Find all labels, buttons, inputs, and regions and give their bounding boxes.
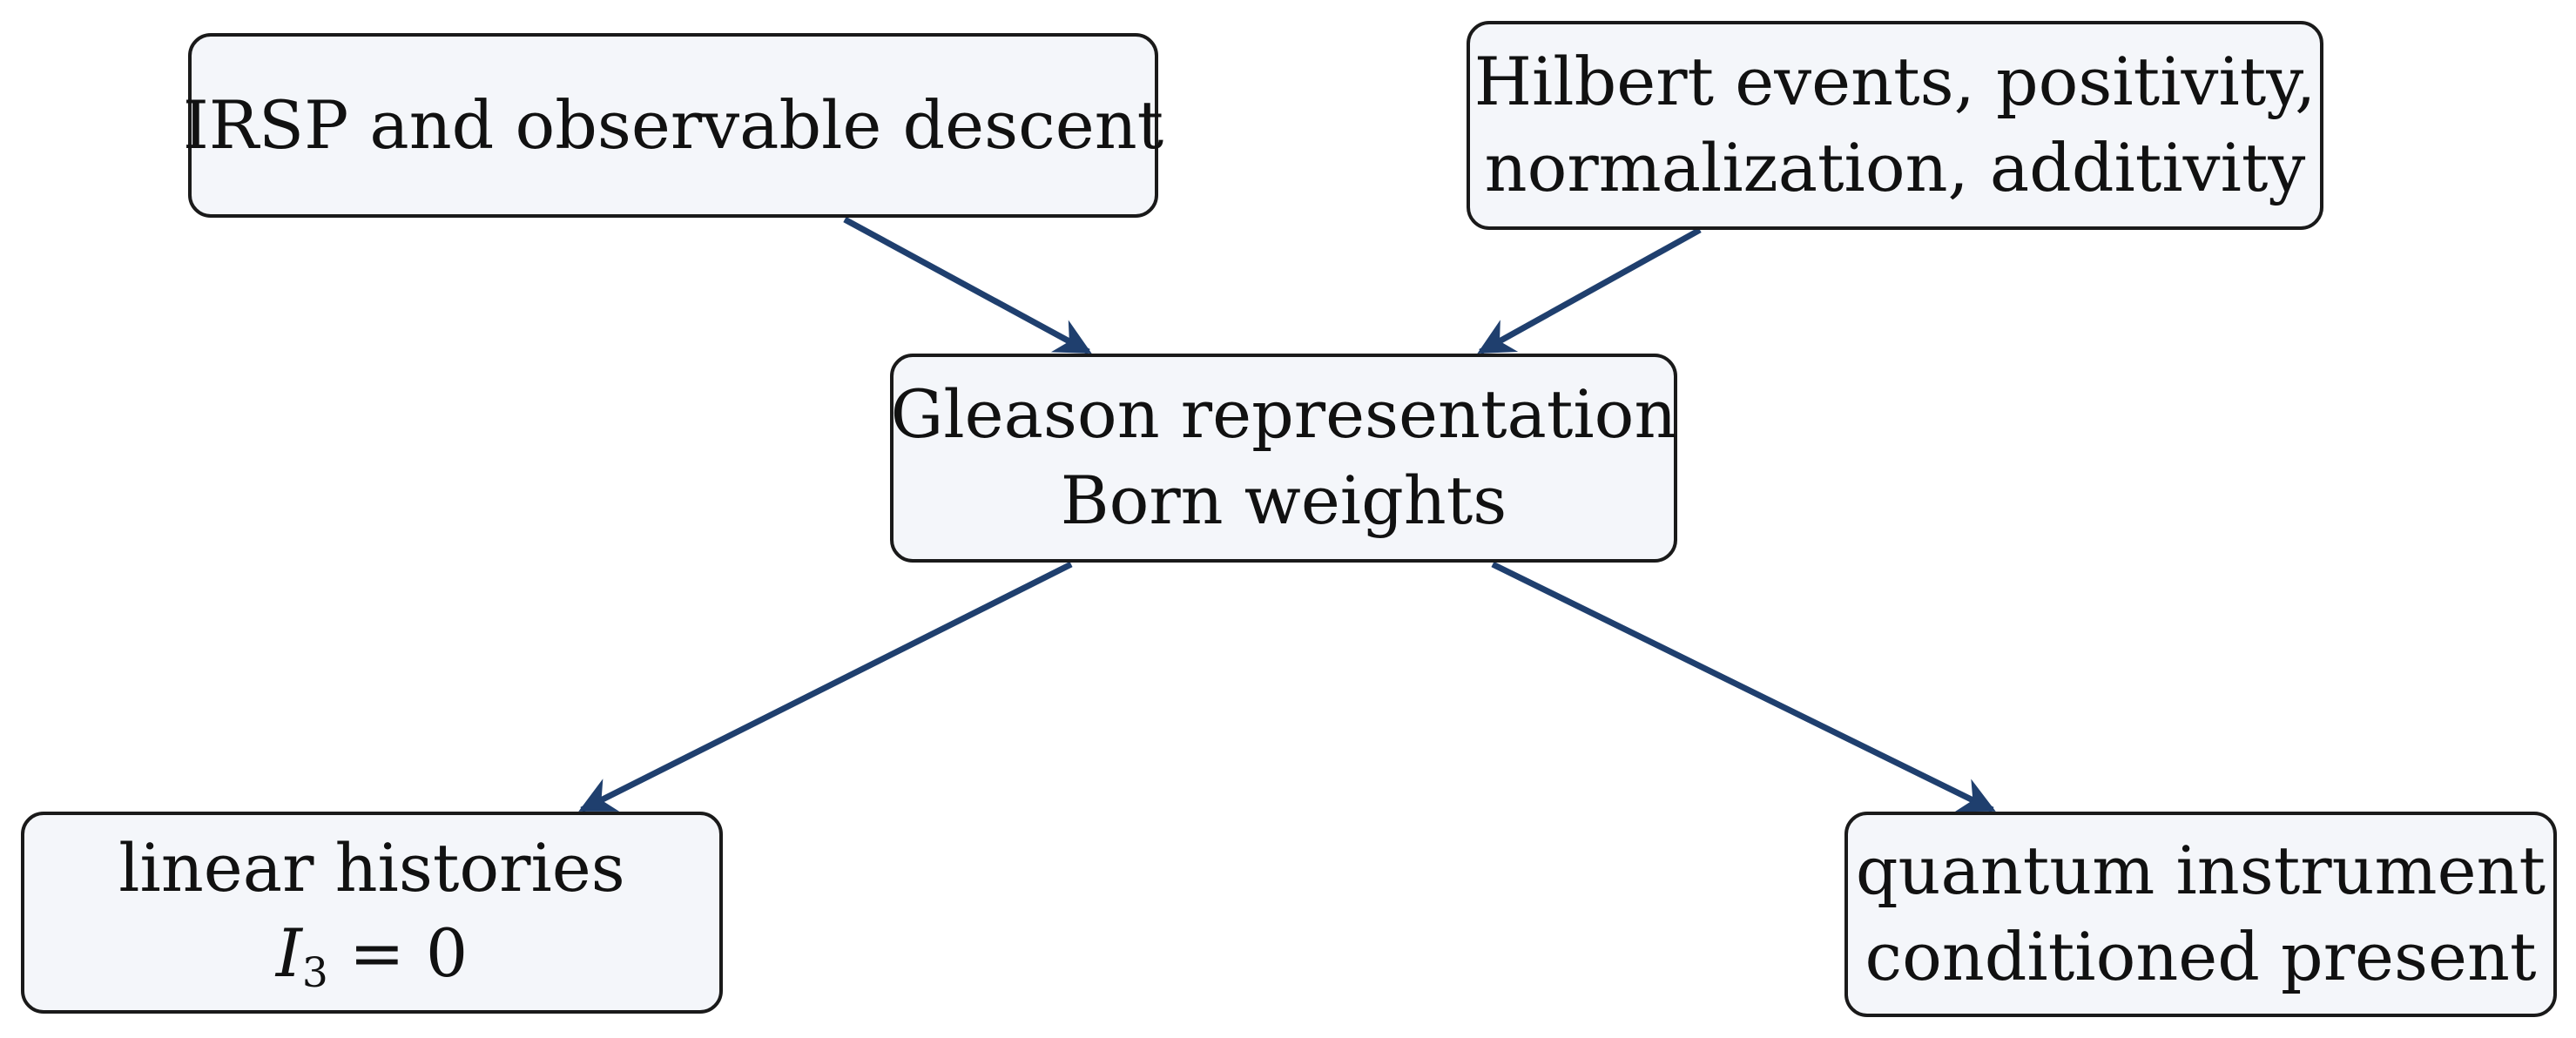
node-quantum-line1: quantum instrument [1855, 832, 2546, 910]
node-quantum-line2: conditioned present [1865, 918, 2537, 995]
edge-gleason-to-linear [578, 561, 1073, 813]
edge-irsp-to-gleason [843, 216, 1092, 355]
node-gleason-line1: Gleason representation [890, 375, 1677, 454]
node-hilbert-line1: Hilbert events, positivity, [1473, 43, 2316, 121]
node-hilbert-line2: normalization, additivity [1484, 129, 2306, 206]
node-linear-line1: linear histories [118, 828, 625, 907]
node-gleason-line2: Born weights [1060, 462, 1507, 539]
node-irsp: IRSP and observable descent [183, 33, 1163, 218]
edge-gleason-to-quantum [1491, 561, 1996, 813]
node-quantum: quantum instrument conditioned present [1844, 812, 2557, 1017]
node-linear-formula: I3 = 0 [276, 911, 468, 1000]
formula-rest: = 0 [327, 914, 469, 993]
node-hilbert: Hilbert events, positivity, normalizatio… [1467, 21, 2323, 230]
formula-subscript: 3 [301, 949, 328, 998]
node-irsp-text: IRSP and observable descent [182, 85, 1164, 164]
edge-hilbert-to-gleason [1477, 226, 1702, 355]
formula-variable: I3 [275, 914, 328, 998]
node-linear: linear histories I3 = 0 [21, 812, 723, 1014]
node-gleason: Gleason representation Born weights [890, 354, 1677, 563]
